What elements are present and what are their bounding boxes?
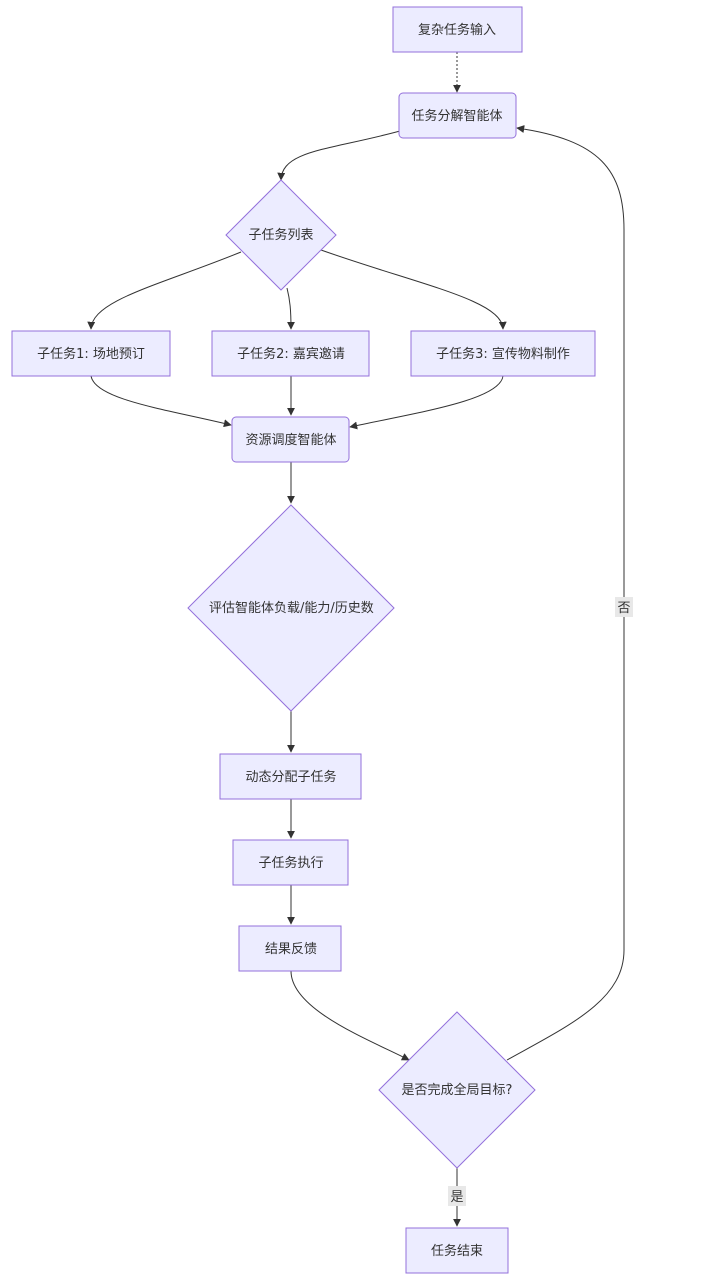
node-scheduler-label: 资源调度智能体 xyxy=(245,432,336,448)
node-goal-check-label: 是否完成全局目标? xyxy=(402,1082,513,1098)
node-subtask-list: 子任务列表 xyxy=(225,179,337,291)
node-end-label: 任务结束 xyxy=(431,1243,483,1259)
node-input-label: 复杂任务输入 xyxy=(418,22,496,38)
edge-subtask-list-to-subtask1 xyxy=(87,251,242,330)
node-subtask3: 子任务3: 宣传物料制作 xyxy=(410,330,596,377)
edges xyxy=(87,52,625,1227)
node-subtask3-label: 子任务3: 宣传物料制作 xyxy=(436,346,570,362)
edge-feedback-to-goal-check xyxy=(290,970,410,1061)
edge-subtask3-to-scheduler xyxy=(349,375,504,430)
node-input: 复杂任务输入 xyxy=(392,6,523,53)
edge-goal-check-to-decompose xyxy=(506,125,625,1061)
edge-label-yes-text: 是 xyxy=(450,1190,463,1205)
edge-label-no-text: 否 xyxy=(617,601,630,616)
edge-label-yes: 是 xyxy=(448,1186,466,1206)
node-subtask1: 子任务1: 场地预订 xyxy=(11,330,171,377)
edge-subtask-list-to-subtask2 xyxy=(286,287,295,330)
node-subtask2: 子任务2: 嘉宾邀请 xyxy=(211,330,370,377)
node-feedback: 结果反馈 xyxy=(238,925,342,972)
edge-label-no: 否 xyxy=(615,597,633,617)
node-subtask1-label: 子任务1: 场地预订 xyxy=(37,346,145,362)
edge-decompose-to-subtask-list xyxy=(277,130,401,181)
node-decompose-label: 任务分解智能体 xyxy=(411,108,502,124)
node-end: 任务结束 xyxy=(405,1227,509,1274)
node-scheduler: 资源调度智能体 xyxy=(231,416,350,463)
node-feedback-label: 结果反馈 xyxy=(265,942,317,957)
node-evaluate-label: 评估智能体负载/能力/历史数 xyxy=(209,601,374,616)
node-execute-label: 子任务执行 xyxy=(258,855,323,871)
node-evaluate: 评估智能体负载/能力/历史数 xyxy=(187,504,395,712)
node-subtask-list-label: 子任务列表 xyxy=(248,227,313,243)
node-subtask2-label: 子任务2: 嘉宾邀请 xyxy=(237,346,345,362)
node-assign-label: 动态分配子任务 xyxy=(245,769,336,785)
node-goal-check: 是否完成全局目标? xyxy=(378,1011,536,1169)
node-execute: 子任务执行 xyxy=(232,839,349,886)
edge-subtask-list-to-subtask3 xyxy=(320,249,507,330)
node-decompose: 任务分解智能体 xyxy=(398,92,517,139)
node-assign: 动态分配子任务 xyxy=(219,753,362,800)
edge-subtask1-to-scheduler xyxy=(90,375,232,428)
